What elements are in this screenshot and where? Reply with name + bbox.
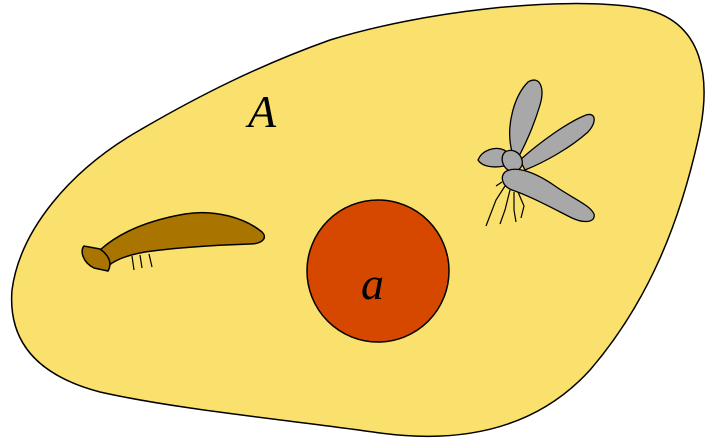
region-label: A [245,86,277,137]
slug-icon [81,211,266,272]
circle-a-shape [306,199,450,343]
mosquito-icon [477,79,595,227]
circle-label: a [361,258,384,309]
